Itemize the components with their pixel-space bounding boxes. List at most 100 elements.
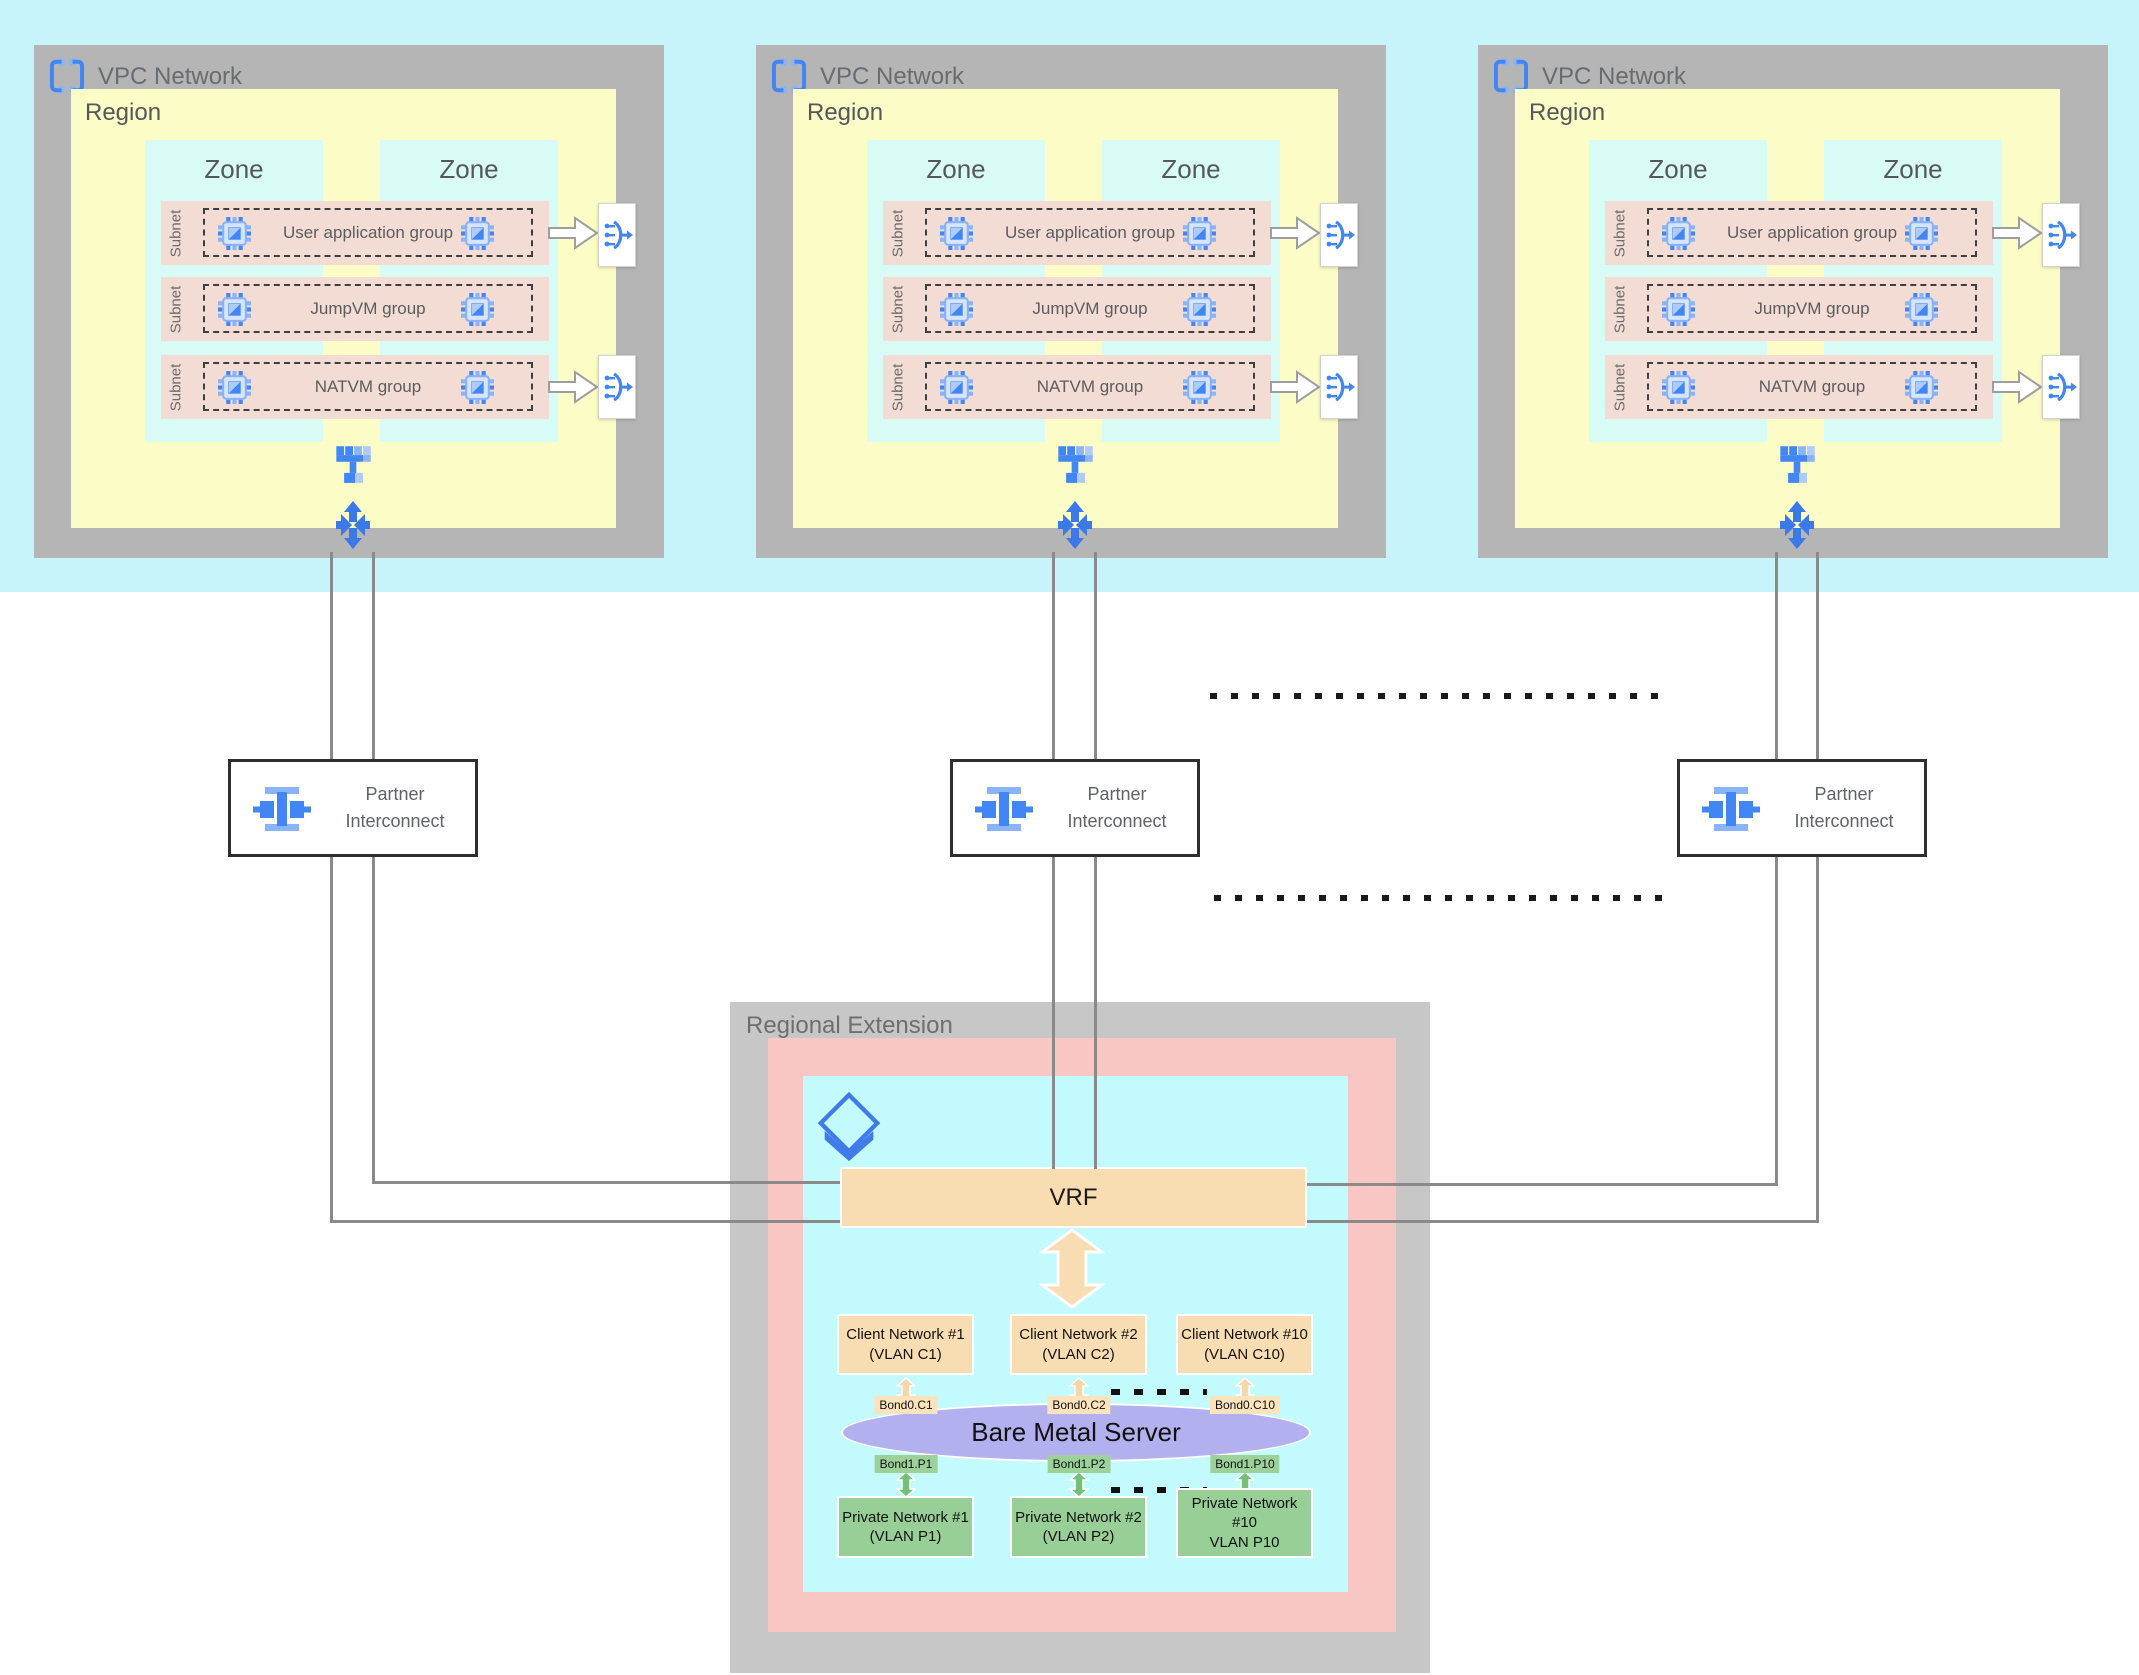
- subnet-label: Subnet: [889, 363, 907, 411]
- client-network-name: Client Network #10: [1181, 1326, 1308, 1343]
- vpc-network-block-2: VPC Network Region Zone Zone Subnet User…: [756, 45, 1386, 558]
- egress-arrow: [548, 217, 598, 249]
- bond-label: Bond1.P10: [1210, 1455, 1280, 1473]
- connection-line: [330, 552, 333, 1223]
- subnet-row: Subnet User application group: [1605, 201, 1993, 265]
- load-balancer-icon: [602, 372, 633, 402]
- bond-label: Bond0.C10: [1209, 1396, 1281, 1414]
- load-balancer-icon: [602, 220, 633, 250]
- client-network-box: Client Network #2 (VLAN C2): [1010, 1314, 1147, 1375]
- vm-group-box: User application group: [203, 208, 533, 257]
- zone-label: Zone: [1883, 154, 1943, 184]
- load-balancer-icon: [2047, 220, 2077, 250]
- partner-interconnect-icon: [1702, 787, 1760, 831]
- egress-arrow: [1992, 217, 2042, 249]
- subnet-label: Subnet: [1611, 363, 1629, 411]
- private-network-box: Private Network #10 VLAN P10: [1176, 1488, 1313, 1558]
- vrf-double-arrow: [1040, 1228, 1104, 1309]
- bare-metal-solution-icon: [816, 1092, 882, 1164]
- network-switch-icon: [1780, 446, 1815, 483]
- partner-interconnect-label: Partner Interconnect: [345, 784, 445, 831]
- vm-group-label: JumpVM group: [1032, 298, 1148, 318]
- subnet-label: Subnet: [167, 285, 185, 333]
- zone-label: Zone: [204, 154, 264, 184]
- vm-group-label: JumpVM group: [1754, 298, 1870, 318]
- connection-line: [1307, 1220, 1819, 1223]
- ellipsis-dashes: [1111, 1389, 1207, 1395]
- client-network-vlan: (VLAN C10): [1204, 1345, 1285, 1363]
- vm-group-box: JumpVM group: [203, 284, 533, 333]
- connection-line: [1052, 552, 1055, 1169]
- vm-group-box: User application group: [925, 208, 1255, 257]
- subnet-row: Subnet JumpVM group: [883, 277, 1271, 341]
- region-label: Region: [807, 99, 884, 126]
- vm-group-label: User application group: [282, 222, 454, 242]
- vm-group-label: NATVM group: [1758, 376, 1866, 396]
- private-bond-arrow: [896, 1471, 916, 1498]
- vm-group-label: JumpVM group: [310, 298, 426, 318]
- vm-instance-icon: [1183, 217, 1216, 250]
- private-network-box: Private Network #1 (VLAN P1): [837, 1496, 974, 1558]
- partner-interconnect-label: Partner Interconnect: [1067, 784, 1167, 831]
- private-bond-arrow: [1069, 1471, 1089, 1498]
- ellipsis-dotted-line: [1214, 895, 1676, 901]
- routes-icon: [1780, 501, 1814, 549]
- vm-instance-icon: [461, 217, 494, 250]
- load-balancer-box: [598, 203, 636, 267]
- vm-instance-icon: [1183, 371, 1216, 404]
- connection-line: [1816, 552, 1819, 1223]
- bond-label: Bond1.P1: [874, 1455, 938, 1473]
- vm-instance-icon: [1905, 293, 1938, 326]
- load-balancer-box: [1320, 355, 1358, 419]
- network-switch-icon: [1058, 446, 1093, 483]
- subnet-label: Subnet: [1611, 209, 1629, 257]
- subnet-label: Subnet: [167, 209, 185, 257]
- vm-group-box: JumpVM group: [1647, 284, 1977, 333]
- subnet-label: Subnet: [889, 285, 907, 333]
- region-box: Region Zone Zone Subnet User application…: [71, 89, 616, 528]
- egress-arrow: [1992, 371, 2042, 403]
- vm-instance-icon: [461, 371, 494, 404]
- client-network-name: Client Network #2: [1019, 1326, 1138, 1343]
- subnet-label: Subnet: [167, 363, 185, 411]
- load-balancer-icon: [1324, 372, 1355, 402]
- region-label: Region: [1529, 99, 1606, 126]
- regional-extension-title: Regional Extension: [746, 1012, 953, 1039]
- client-network-vlan: (VLAN C2): [1042, 1345, 1115, 1363]
- vm-group-box: NATVM group: [203, 362, 533, 411]
- zone-label: Zone: [926, 154, 986, 184]
- region-label: Region: [85, 99, 162, 126]
- subnet-label: Subnet: [1611, 285, 1629, 333]
- connection-line: [1094, 552, 1097, 1169]
- routes-icon: [1058, 501, 1092, 549]
- partner-interconnect-box: Partner Interconnect: [950, 759, 1200, 857]
- subnet-row: Subnet User application group: [161, 201, 549, 265]
- client-network-box: Client Network #1 (VLAN C1): [837, 1314, 974, 1375]
- private-network-vlan: (VLAN P2): [1042, 1528, 1115, 1545]
- egress-arrow: [1270, 371, 1320, 403]
- vm-group-label: NATVM group: [1036, 376, 1144, 396]
- load-balancer-box: [598, 355, 636, 419]
- vm-group-label: User application group: [1004, 222, 1176, 242]
- vm-group-label: User application group: [1726, 222, 1898, 242]
- load-balancer-icon: [1324, 220, 1355, 250]
- private-network-name: Private Network #10: [1191, 1494, 1298, 1532]
- regional-extension-core: VRF Client Network #1 (VLAN C1) Client N…: [803, 1076, 1348, 1592]
- partner-interconnect-box: Partner Interconnect: [1677, 759, 1927, 857]
- subnet-row: Subnet User application group: [883, 201, 1271, 265]
- egress-arrow: [1270, 217, 1320, 249]
- routes-icon: [336, 501, 370, 549]
- load-balancer-box: [2042, 355, 2080, 419]
- load-balancer-box: [1320, 203, 1358, 267]
- connection-line: [1307, 1183, 1778, 1186]
- vm-instance-icon: [1183, 293, 1216, 326]
- network-switch-icon: [336, 446, 371, 483]
- client-network-name: Client Network #1: [846, 1326, 965, 1343]
- zone-label: Zone: [1648, 154, 1708, 184]
- partner-interconnect-icon: [975, 787, 1033, 831]
- private-network-vlan: VLAN P10: [1209, 1533, 1280, 1551]
- vm-group-label: NATVM group: [314, 376, 422, 396]
- client-network-box: Client Network #10 (VLAN C10): [1176, 1314, 1313, 1375]
- connection-line: [1775, 552, 1778, 1185]
